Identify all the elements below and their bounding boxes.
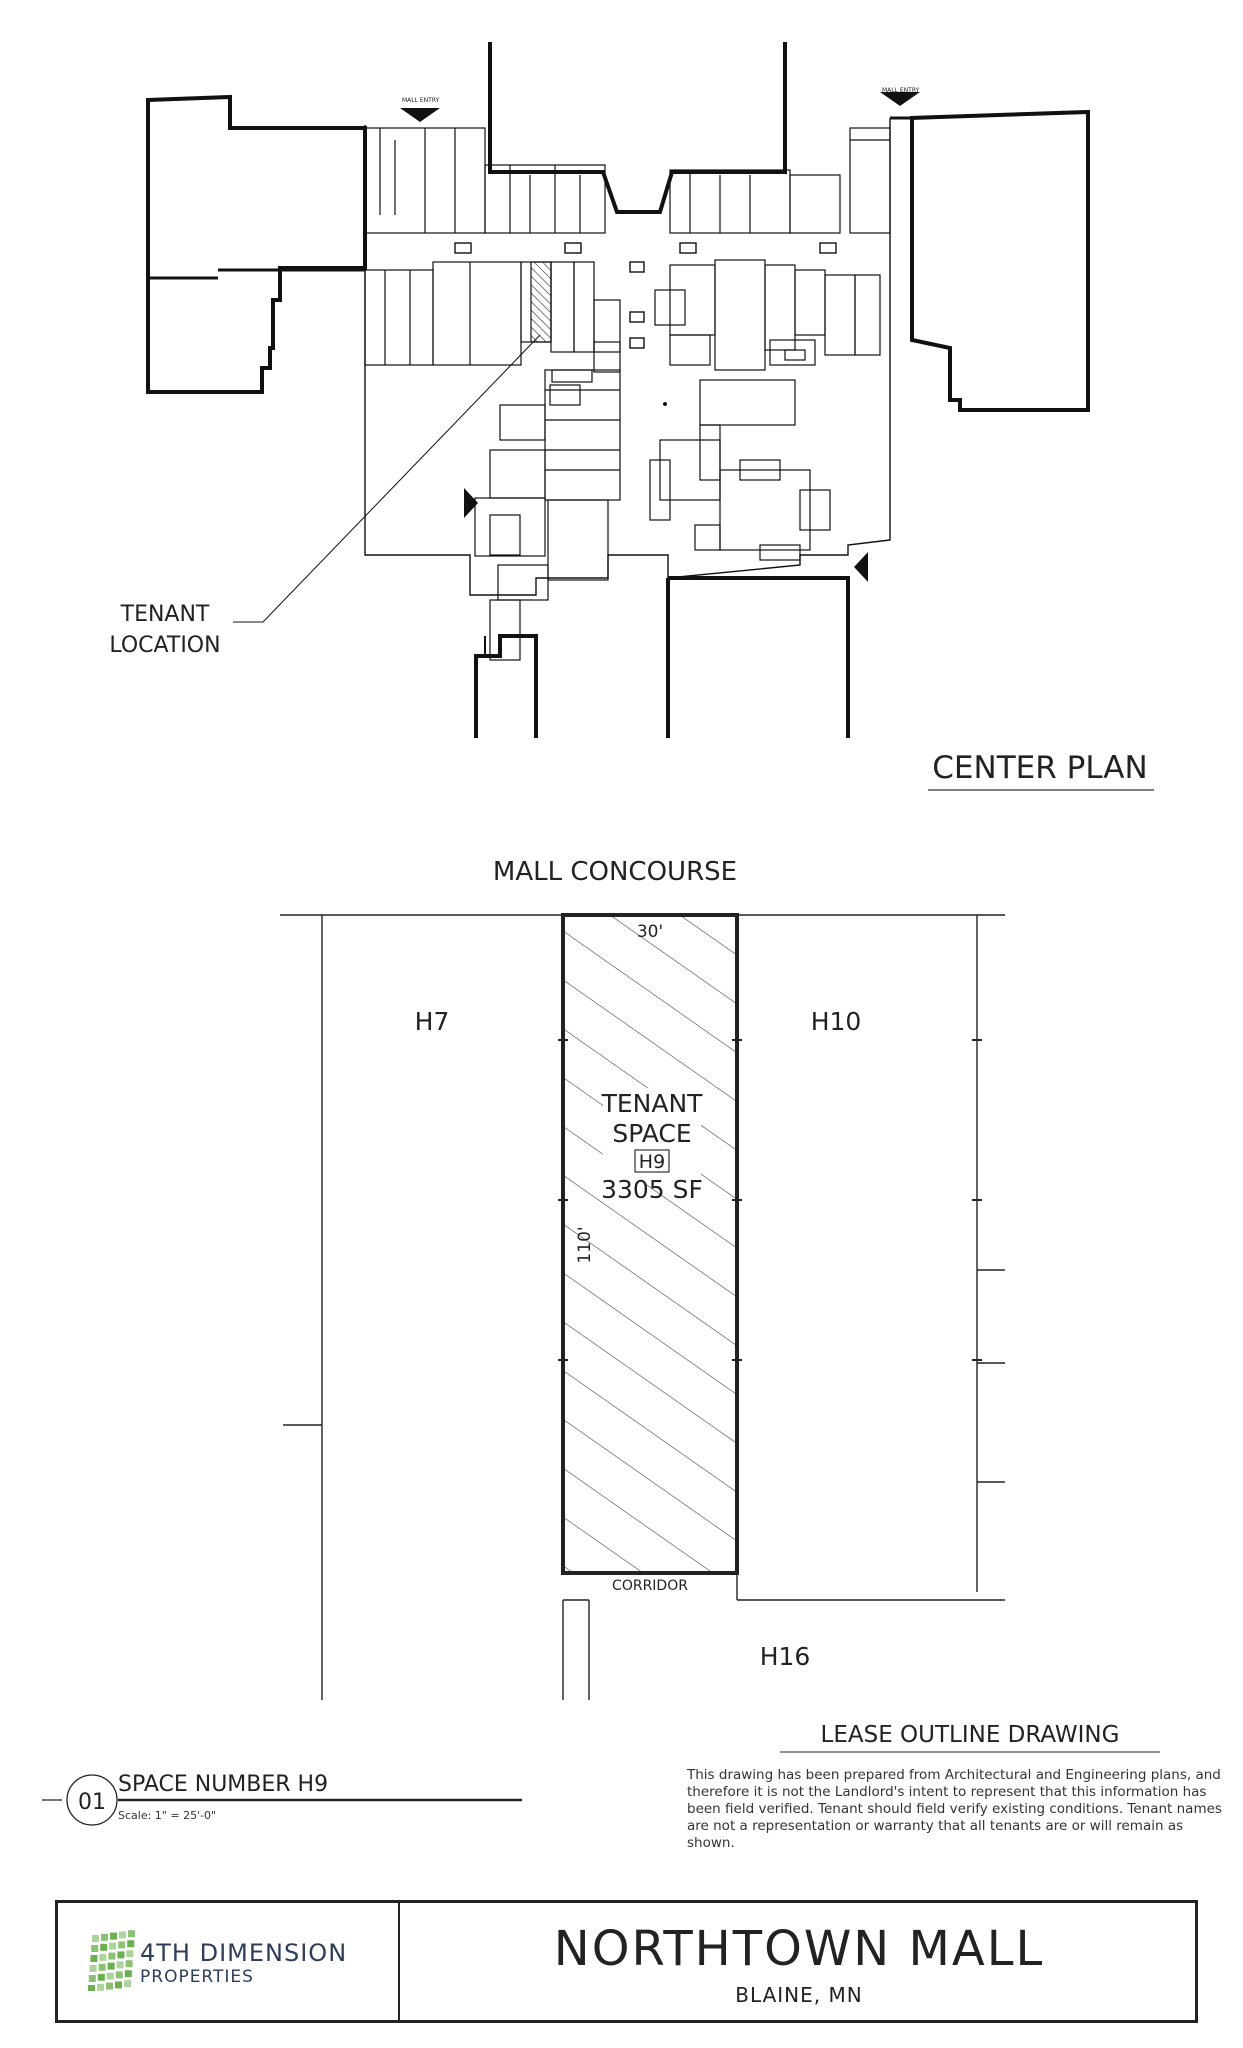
detail-tag-title: SPACE NUMBER H9 xyxy=(118,1772,328,1797)
entry-label-east: MALL ENTRY xyxy=(882,87,920,94)
logo-tile xyxy=(91,1945,99,1952)
tenant-location-plan-marker xyxy=(530,261,552,343)
detail-tag-number: 01 xyxy=(78,1790,106,1815)
logo-tile xyxy=(97,1983,104,1991)
center-plan-title: CENTER PLAN xyxy=(932,750,1147,786)
logo-tile xyxy=(110,1932,117,1940)
entry-arrow-southwest xyxy=(464,488,478,518)
neighbor-h7: H7 xyxy=(415,1007,450,1036)
title-block: 4TH DIMENSION PROPERTIES NORTHTOWN MALL … xyxy=(55,1900,1198,2023)
center-plan: MALL ENTRY MALL ENTRY xyxy=(146,42,1090,738)
company-subname: PROPERTIES xyxy=(140,1967,254,1987)
logo-tile xyxy=(128,1930,135,1938)
tenant-space-label-line1: TENANT xyxy=(601,1089,704,1118)
entry-label-west: MALL ENTRY xyxy=(402,97,440,104)
neighbor-h10: H10 xyxy=(811,1007,862,1036)
logo-tile xyxy=(126,1950,134,1958)
project-location: BLAINE, MN xyxy=(735,1983,863,2007)
logo-tile xyxy=(116,1961,124,1969)
anchor-store-north xyxy=(488,42,787,214)
space-number-box xyxy=(634,1149,670,1173)
width-dimension: 30' xyxy=(637,922,663,942)
space-area: 3305 SF xyxy=(601,1175,703,1204)
neighbor-h16: H16 xyxy=(760,1642,811,1671)
logo-tile xyxy=(106,1972,114,1980)
title-block-divider xyxy=(398,1903,400,2020)
logo-tile xyxy=(115,1981,122,1989)
logo-tile xyxy=(115,1971,123,1979)
lease-outline xyxy=(280,914,1005,1700)
depth-dimension: 110' xyxy=(575,1226,595,1263)
logo-tile xyxy=(125,1960,133,1968)
logo-tile xyxy=(92,1935,99,1942)
company-name: 4TH DIMENSION xyxy=(140,1939,348,1967)
anchor-store-south xyxy=(666,576,850,738)
corridor-label: CORRIDOR xyxy=(612,1578,688,1594)
tenant-location-label-line2: LOCATION xyxy=(109,633,220,658)
logo-tile xyxy=(127,1940,135,1948)
detail-tag-circle xyxy=(66,1774,118,1826)
logo-tile xyxy=(117,1951,125,1959)
logo-tile xyxy=(108,1952,116,1960)
logo-tile xyxy=(119,1931,126,1939)
logo-tile xyxy=(99,1953,107,1961)
logo-tile xyxy=(124,1980,131,1988)
mall-concourse-label: MALL CONCOURSE xyxy=(493,857,737,887)
logo-tile xyxy=(88,1975,96,1982)
disclaimer-note: This drawing has been prepared from Arch… xyxy=(687,1767,1222,1851)
anchor-store-west xyxy=(146,94,367,394)
tenant-space-label-line2: SPACE xyxy=(612,1119,691,1148)
entry-arrow-southeast xyxy=(854,552,868,582)
tenant-location-label-line1: TENANT xyxy=(120,602,210,627)
logo-tile xyxy=(118,1941,126,1949)
logo-tile xyxy=(97,1973,105,1981)
logo-tile xyxy=(124,1970,132,1978)
logo-tile xyxy=(98,1963,106,1971)
logo-tile xyxy=(90,1955,98,1962)
logo-tile xyxy=(100,1943,108,1951)
logo-tile xyxy=(88,1985,95,1991)
space-number: H9 xyxy=(639,1151,665,1173)
entry-arrow-east xyxy=(880,92,920,106)
logo-tile xyxy=(101,1933,108,1941)
logo-tile xyxy=(89,1965,97,1972)
anchor-store-east xyxy=(909,109,1090,412)
lease-outline-title: LEASE OUTLINE DRAWING xyxy=(821,1722,1120,1748)
logo-tile xyxy=(107,1962,115,1970)
tenant-location-leader xyxy=(233,334,541,623)
logo-tile xyxy=(109,1942,117,1950)
scale-note: Scale: 1" = 25'-0" xyxy=(118,1809,217,1822)
logo-tile xyxy=(106,1982,113,1990)
entry-arrow-west xyxy=(400,108,440,122)
tenant-space-h9 xyxy=(561,913,739,1575)
company-logo-icon xyxy=(88,1930,135,1991)
mall-corridor-outline xyxy=(364,118,891,596)
project-name: NORTHTOWN MALL xyxy=(553,1921,1045,1977)
